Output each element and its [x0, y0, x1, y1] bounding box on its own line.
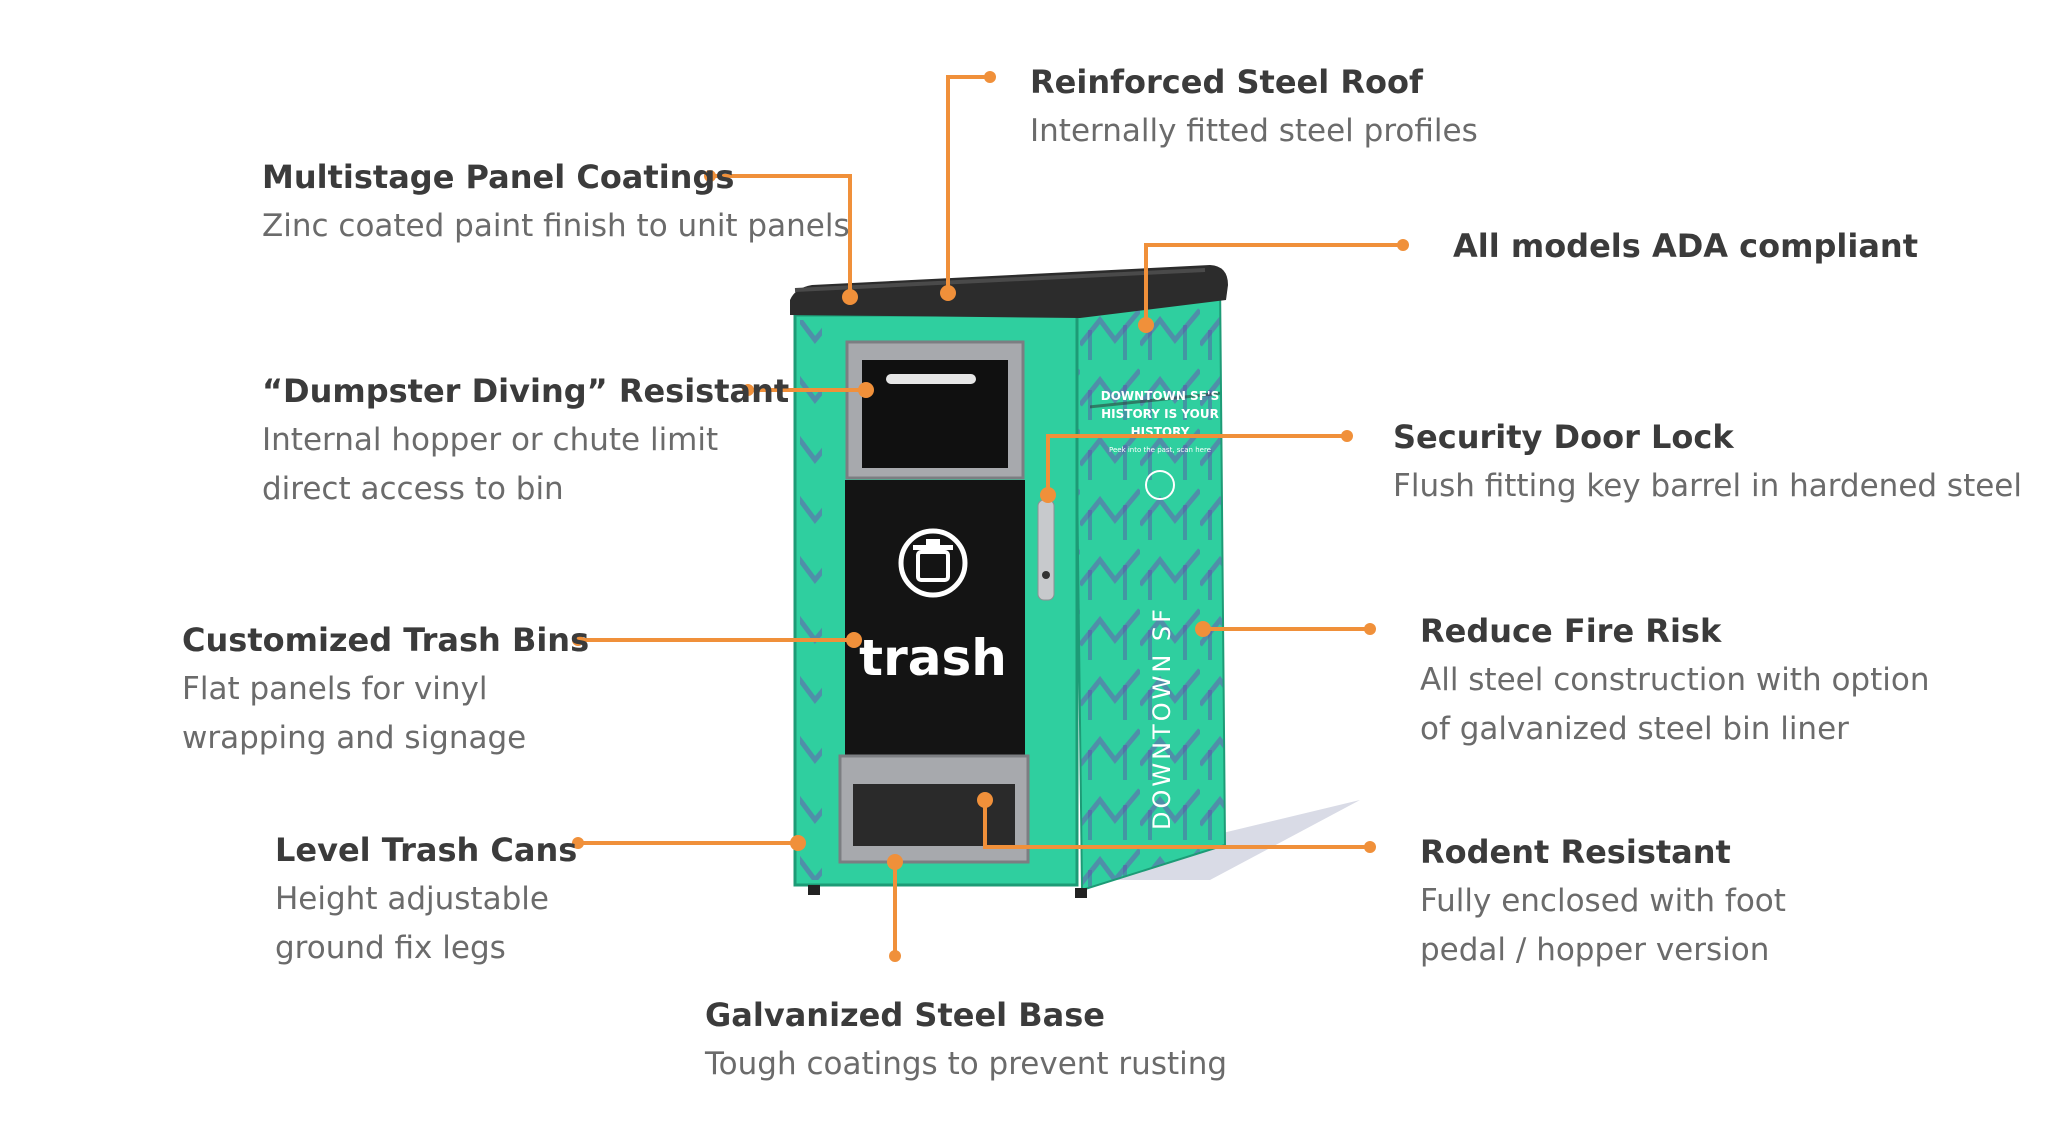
bin-trash-label: trash [859, 629, 1007, 687]
leader-dot [1341, 430, 1353, 442]
feature-desc: Height adjustable [275, 881, 549, 917]
side-vertical-text: DOWNTOWN SF [1148, 606, 1176, 830]
leader-dot [842, 289, 858, 305]
leader-dot [572, 837, 584, 849]
feature-desc: pedal / hopper version [1420, 932, 1770, 968]
feature-desc: direct access to bin [262, 471, 564, 507]
leader-dot [1040, 487, 1056, 503]
leader-dot [742, 384, 754, 396]
leader-dot [940, 285, 956, 301]
leader-dot [887, 854, 903, 870]
trash-can-icon [898, 528, 968, 598]
leader-dot [1364, 841, 1376, 853]
leader-dot [889, 950, 901, 962]
feature-roof: Reinforced Steel Roof Internally fitted … [1030, 57, 1478, 156]
feature-fire: Reduce Fire Risk All steel construction … [1420, 606, 1930, 754]
feature-title: Multistage Panel Coatings [262, 158, 735, 196]
side-header-1: DOWNTOWN SF'S [1101, 389, 1219, 403]
side-header-2: HISTORY IS YOUR [1101, 407, 1219, 421]
bin-leg [1075, 888, 1087, 898]
feature-desc: of galvanized steel bin liner [1420, 711, 1849, 747]
feature-desc: Internally fitted steel profiles [1030, 113, 1478, 149]
feature-level: Level Trash Cans Height adjustable groun… [275, 825, 577, 973]
leader-dot [984, 71, 996, 83]
leader-dot [704, 170, 716, 182]
feature-lock: Security Door Lock Flush fitting key bar… [1393, 412, 2022, 511]
feature-title: Rodent Resistant [1420, 833, 1731, 871]
leader-lock [1046, 434, 1347, 495]
feature-desc: wrapping and signage [182, 720, 527, 756]
feature-desc: Zinc coated paint finish to unit panels [262, 208, 850, 244]
leader-dot [858, 382, 874, 398]
leader-ada [1144, 243, 1403, 325]
bin-side-seam [1090, 391, 1220, 409]
feature-title: Level Trash Cans [275, 831, 578, 869]
chute-handle [886, 374, 976, 384]
bin-roof [790, 265, 1228, 318]
bin-door-panel [845, 480, 1025, 762]
feature-desc: Flat panels for vinyl [182, 671, 488, 707]
feature-rodent: Rodent Resistant Fully enclosed with foo… [1420, 827, 1786, 975]
side-small-text: Peek into the past, scan here [1109, 446, 1211, 454]
feature-ada: All models ADA compliant [1453, 221, 1918, 271]
feature-desc: All steel construction with option [1420, 662, 1930, 698]
leader-lines [578, 75, 1403, 956]
leader-dots [572, 71, 1409, 962]
feature-desc: ground fix legs [275, 930, 506, 966]
feature-title: “Dumpster Diving” Resistant [262, 372, 790, 410]
feature-coating: Multistage Panel Coatings Zinc coated pa… [262, 152, 850, 251]
lower-chute-opening [853, 784, 1015, 846]
feature-title: Reinforced Steel Roof [1030, 63, 1423, 101]
leader-dot [846, 632, 862, 648]
feature-base: Galvanized Steel Base Tough coatings to … [705, 990, 1227, 1089]
feature-desc: Internal hopper or chute limit [262, 422, 719, 458]
feature-diving: “Dumpster Diving” Resistant Internal hop… [262, 366, 789, 514]
leader-dot [790, 835, 806, 851]
leader-dot [1397, 239, 1409, 251]
feature-desc: Flush fitting key barrel in hardened ste… [1393, 468, 2022, 504]
leader-dot [1138, 317, 1154, 333]
leader-dot [1364, 623, 1376, 635]
leader-coating [710, 174, 852, 297]
leader-roof [946, 75, 990, 293]
feature-title: All models ADA compliant [1453, 227, 1918, 265]
bin-leg [808, 885, 820, 895]
side-qr-badge [1145, 470, 1175, 500]
feature-title: Reduce Fire Risk [1420, 612, 1722, 650]
leader-dot [1195, 621, 1211, 637]
leader-dot [977, 792, 993, 808]
feature-desc: Fully enclosed with foot [1420, 883, 1786, 919]
feature-custom: Customized Trash Bins Flat panels for vi… [182, 615, 589, 763]
leader-dot [572, 634, 584, 646]
leader-rodent [983, 800, 1370, 849]
feature-desc: Tough coatings to prevent rusting [705, 1046, 1228, 1082]
bin-front-strip [800, 320, 822, 880]
feature-title: Security Door Lock [1393, 418, 1734, 456]
feature-title: Galvanized Steel Base [705, 996, 1105, 1034]
feature-title: Customized Trash Bins [182, 621, 590, 659]
door-lock [1037, 499, 1055, 601]
